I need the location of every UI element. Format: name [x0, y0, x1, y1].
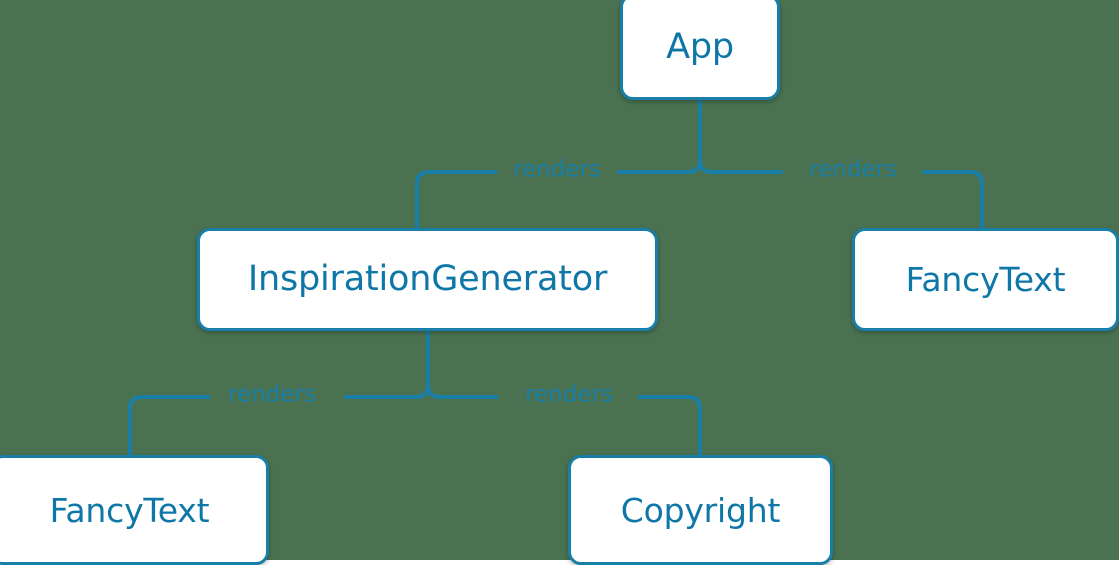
node-inspiration-generator[interactable]: InspirationGenerator — [197, 228, 658, 331]
edge-label-app-to-fancy-text-right: renders — [809, 156, 897, 183]
edge-app-trunk-right — [698, 159, 713, 174]
edge-inspgen-to-copyright-right-seg — [638, 395, 702, 455]
edge-inspgen-trunk-right — [426, 384, 441, 399]
edge-label-inspiration-generator-to-fancy-text-left: renders — [228, 381, 316, 408]
edge-app-to-fancytext-right-seg — [922, 170, 984, 228]
edge-label-app-to-inspiration-generator: renders — [513, 156, 601, 183]
edge-app-to-inspgen-left-seg — [415, 170, 497, 228]
node-inspiration-generator-label: InspirationGenerator — [247, 259, 608, 299]
node-fancy-text-left-label: FancyText — [49, 490, 210, 530]
node-copyright-label: Copyright — [620, 490, 781, 530]
node-fancy-text-right-label: FancyText — [905, 260, 1066, 299]
edge-inspgen-to-fancytext-left-seg — [128, 395, 210, 455]
node-copyright[interactable]: Copyright — [568, 455, 833, 565]
edge-label-inspiration-generator-to-copyright: renders — [525, 381, 613, 408]
node-app[interactable]: App — [620, 0, 780, 100]
node-fancy-text-left[interactable]: FancyText — [0, 455, 269, 565]
node-fancy-text-right[interactable]: FancyText — [852, 228, 1119, 331]
node-app-label: App — [666, 26, 734, 67]
